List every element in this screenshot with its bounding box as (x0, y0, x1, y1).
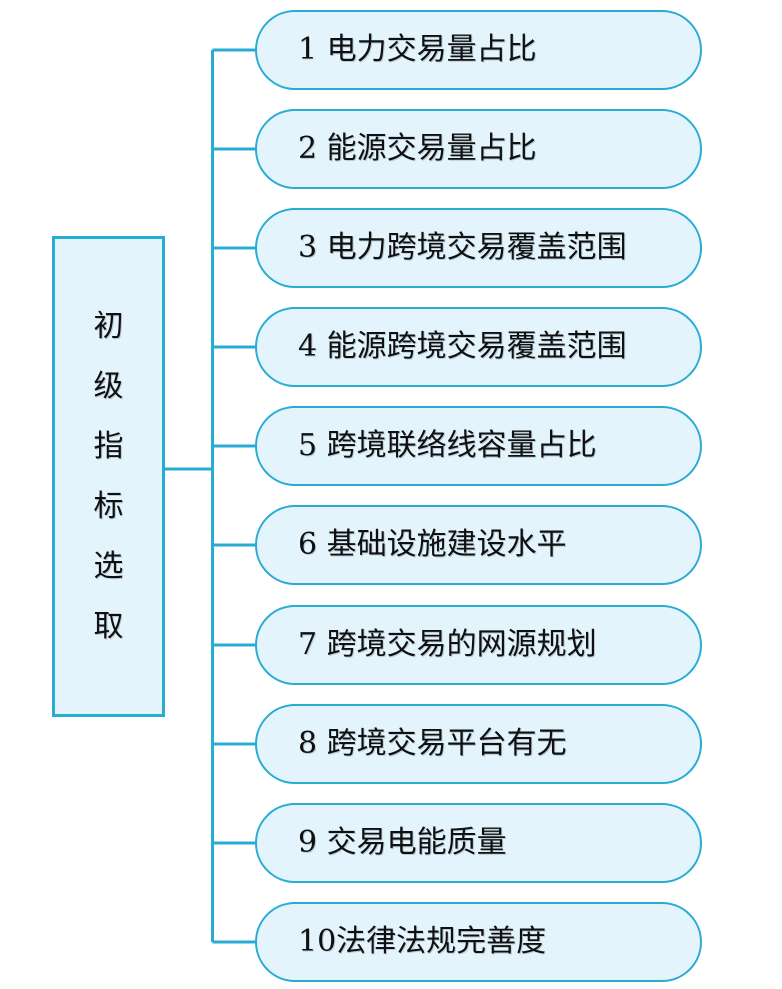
root-node-primary-indicator-selection[interactable]: 初 级 指 标 选 取 (52, 236, 165, 717)
leaf-node-6[interactable]: 6 基础设施建设水平 (255, 505, 702, 585)
leaf-label-6: 6 基础设施建设水平 (298, 527, 567, 562)
root-char-1: 初 (93, 308, 124, 344)
root-char-3: 指 (93, 428, 124, 464)
leaf-node-8[interactable]: 8 跨境交易平台有无 (255, 704, 702, 784)
root-char-4: 标 (93, 488, 124, 524)
leaf-node-9[interactable]: 9 交易电能质量 (255, 803, 702, 883)
leaf-label-7: 7 跨境交易的网源规划 (298, 627, 597, 662)
leaf-label-3: 3 电力跨境交易覆盖范围 (298, 230, 627, 265)
leaf-label-10: 10法律法规完善度 (298, 924, 547, 959)
leaf-label-1: 1 电力交易量占比 (298, 32, 537, 67)
leaf-node-4[interactable]: 4 能源跨境交易覆盖范围 (255, 307, 702, 387)
leaf-label-4: 4 能源跨境交易覆盖范围 (298, 329, 627, 364)
leaf-label-5: 5 跨境联络线容量占比 (298, 428, 597, 463)
leaf-node-10[interactable]: 10法律法规完善度 (255, 902, 702, 982)
leaf-node-2[interactable]: 2 能源交易量占比 (255, 109, 702, 189)
root-char-6: 取 (93, 608, 124, 644)
leaf-label-8: 8 跨境交易平台有无 (298, 726, 567, 761)
leaf-node-7[interactable]: 7 跨境交易的网源规划 (255, 605, 702, 685)
leaf-node-1[interactable]: 1 电力交易量占比 (255, 10, 702, 90)
leaf-label-9: 9 交易电能质量 (298, 825, 507, 860)
leaf-node-3[interactable]: 3 电力跨境交易覆盖范围 (255, 208, 702, 288)
leaf-label-2: 2 能源交易量占比 (298, 131, 537, 166)
root-char-5: 选 (93, 548, 124, 584)
root-char-2: 级 (93, 368, 124, 404)
leaf-node-5[interactable]: 5 跨境联络线容量占比 (255, 406, 702, 486)
